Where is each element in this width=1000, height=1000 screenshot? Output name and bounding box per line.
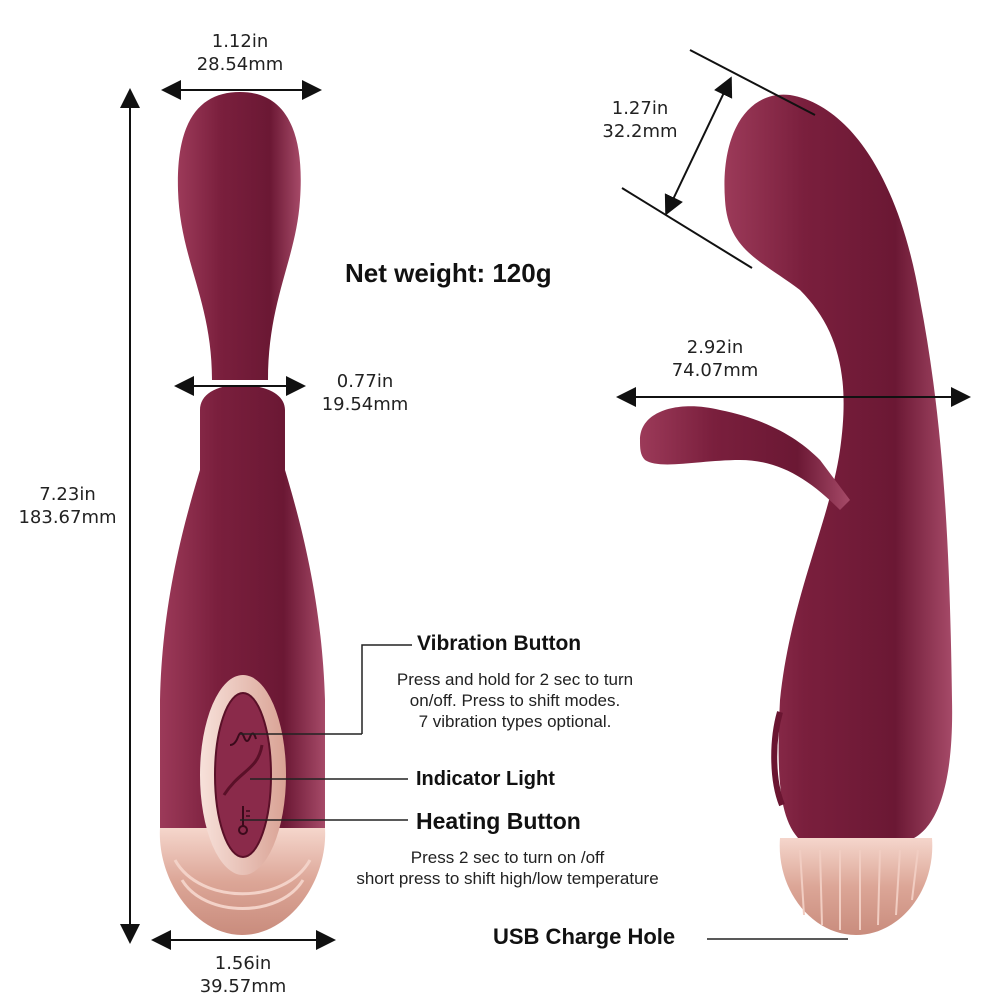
heating-desc-line: Press 2 sec to turn on /off (410, 848, 605, 867)
dim-base-width-in: 1.56in (214, 953, 272, 974)
vibration-desc-line: Press and hold for 2 sec to turn (396, 670, 634, 689)
dim-line-head-width (664, 76, 733, 216)
dim-span-width: 2.92in 74.07mm (655, 336, 775, 382)
usb-charge-hole-label: USB Charge Hole (493, 924, 676, 949)
dim-total-length: 7.23in 183.67mm (10, 483, 125, 529)
dim-neck-width: 0.77in 19.54mm (305, 370, 425, 416)
vibration-button-label: Vibration Button (417, 632, 582, 655)
dim-top-width-in: 1.12in (211, 31, 269, 52)
heating-button-description: Press 2 sec to turn on /off short press … (315, 847, 700, 889)
dim-head-width-in: 1.27in (611, 98, 669, 119)
dim-total-length-mm: 183.67mm (18, 507, 117, 528)
dim-head-width: 1.27in 32.2mm (585, 97, 695, 143)
dim-top-width-mm: 28.54mm (196, 54, 284, 75)
net-weight-title: Net weight: 120g (345, 258, 552, 288)
dim-span-width-mm: 74.07mm (671, 360, 759, 381)
heating-desc-line: short press to shift high/low temperatur… (356, 869, 659, 888)
dim-span-width-in: 2.92in (686, 337, 744, 358)
heating-button-label: Heating Button (416, 808, 581, 834)
dim-head-width-mm: 32.2mm (602, 121, 678, 142)
dim-total-length-in: 7.23in (39, 484, 96, 505)
thermometer-icon (238, 806, 250, 835)
front-view-device (159, 92, 326, 935)
dim-neck-width-mm: 19.54mm (321, 394, 409, 415)
side-view-device (640, 94, 953, 935)
dim-neck-width-in: 0.77in (336, 371, 394, 392)
vibration-desc-line: 7 vibration types optional. (418, 712, 612, 731)
dim-base-width: 1.56in 39.57mm (183, 952, 303, 998)
vibration-desc-line: on/off. Press to shift modes. (409, 691, 621, 710)
indicator-light-label: Indicator Light (416, 768, 555, 790)
dim-top-width: 1.12in 28.54mm (180, 30, 300, 76)
vibration-button-description: Press and hold for 2 sec to turn on/off.… (365, 669, 665, 732)
indicator-light-strip (222, 744, 264, 796)
dim-base-width-mm: 39.57mm (199, 976, 287, 997)
